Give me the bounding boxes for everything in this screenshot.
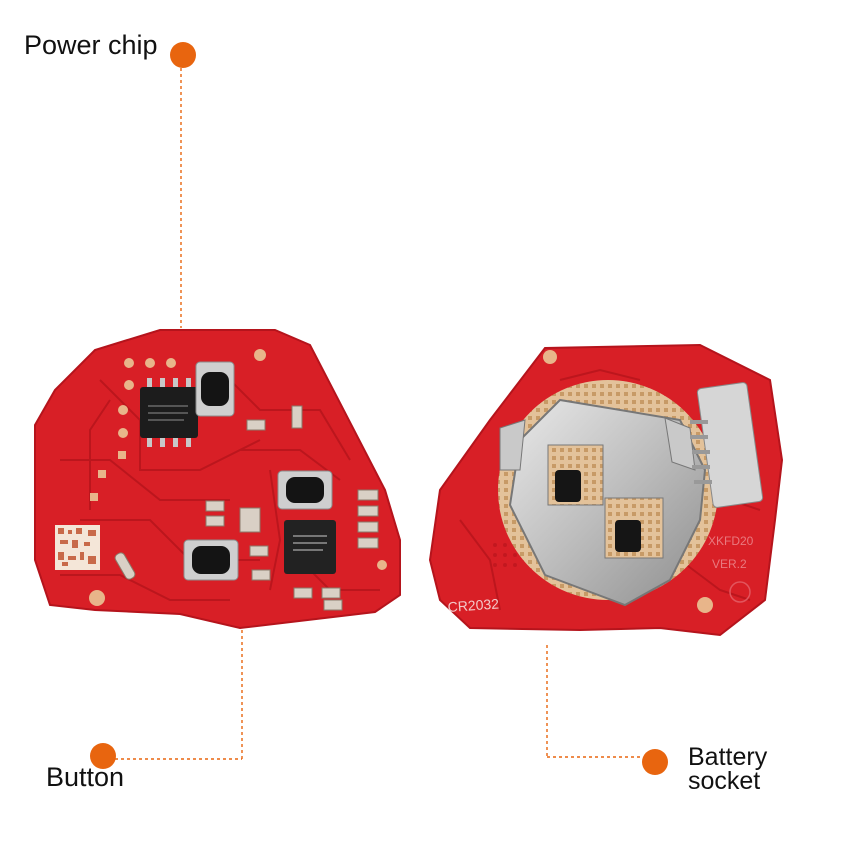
marker-dots	[90, 42, 668, 775]
right-pcb-board	[428, 343, 784, 637]
version-text: VER.2	[712, 557, 747, 571]
button-top-left	[195, 361, 235, 417]
battery-label-line1: Battery	[688, 743, 768, 771]
button-marker	[90, 743, 116, 769]
qr-code	[55, 525, 100, 570]
left-pcb-board	[34, 329, 401, 630]
button-label: Button	[46, 762, 125, 792]
gold-pads	[89, 349, 387, 606]
button-middle	[277, 470, 333, 510]
power-chip-marker	[170, 42, 196, 68]
model-text: XKFD20	[708, 534, 754, 548]
power-chip-label: Power chip	[24, 30, 158, 60]
leader-lines	[103, 62, 642, 760]
smd-components	[114, 405, 379, 611]
main-chip	[284, 520, 336, 574]
battery-type-text: CR2032	[447, 595, 500, 615]
button-bottom	[183, 539, 239, 581]
connector	[690, 382, 764, 508]
battery-socket-marker	[642, 749, 668, 775]
battery-socket	[498, 380, 718, 607]
battery-label-line2: socket	[688, 767, 761, 795]
power-chip	[140, 378, 198, 447]
battery-socket-label: Battery socket	[688, 743, 768, 795]
